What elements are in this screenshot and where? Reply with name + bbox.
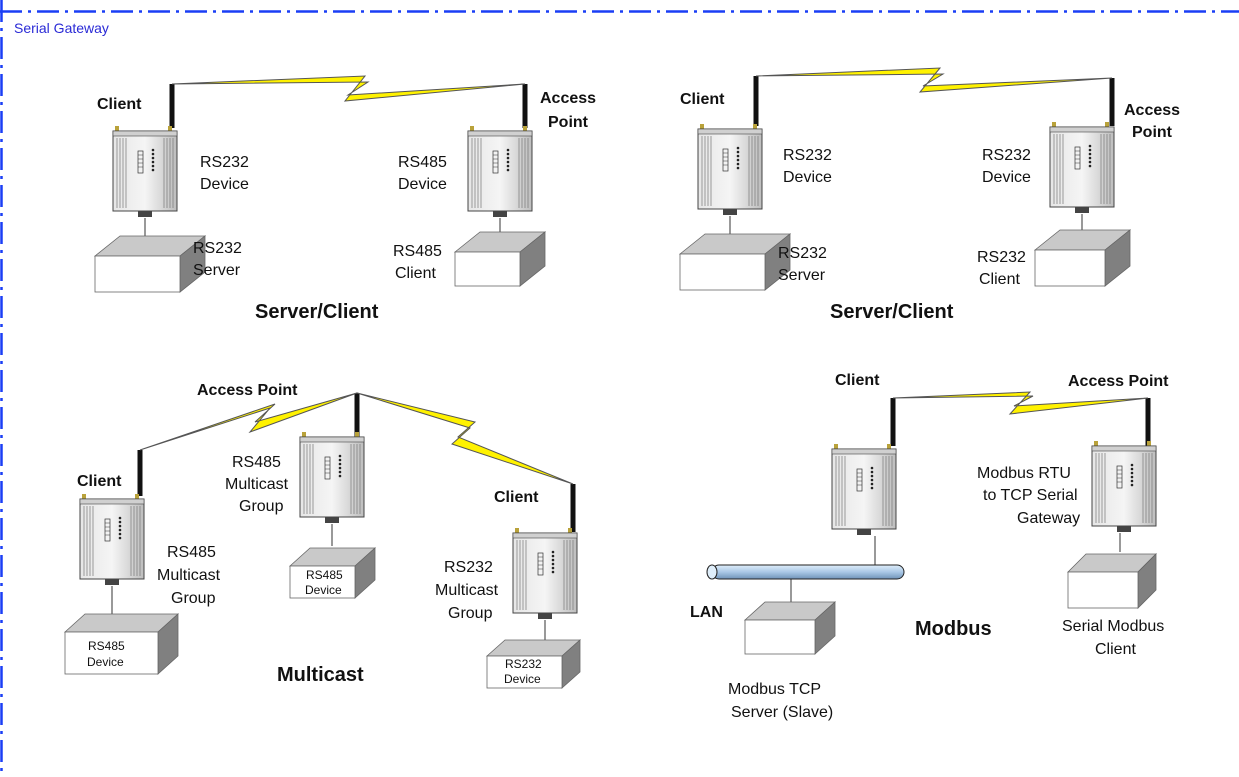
box-label-line2: Device xyxy=(504,672,541,686)
gateway-label-line3: Gateway xyxy=(1017,510,1080,527)
serial-client-label-line1: Serial Modbus xyxy=(1062,618,1164,635)
box-label-line2: Server xyxy=(778,267,826,284)
box-label-line1: RS232 xyxy=(505,657,542,671)
box-label-line1: RS232 xyxy=(778,245,827,262)
client-label: Client xyxy=(97,96,142,113)
serial-modbus-client-box xyxy=(1067,553,1157,609)
rs232-client-box xyxy=(1033,229,1132,287)
gateway-label-line2: to TCP Serial xyxy=(983,487,1078,504)
wireless-link-lightning xyxy=(171,75,526,102)
diagram-caption: Modbus xyxy=(915,618,992,640)
client-label: Client xyxy=(494,489,539,506)
wireless-link-lightning xyxy=(892,391,1149,415)
box-label-line2: Client xyxy=(979,271,1020,288)
section-title: Serial Gateway xyxy=(14,20,109,36)
serial-gateway-device xyxy=(1091,440,1157,533)
group-label-line1: RS485 xyxy=(232,454,281,471)
rs232-server-box xyxy=(93,235,207,293)
rs232-server-box xyxy=(678,233,792,291)
group-label-line1: RS485 xyxy=(167,544,216,561)
wireless-link-lightning xyxy=(356,392,574,485)
access-point-label: Access Point xyxy=(197,382,298,399)
rs485-device-box xyxy=(63,613,180,675)
client-gateway-device xyxy=(831,443,897,536)
gateway-label-line1: Modbus RTU xyxy=(977,465,1071,482)
device-label-line2: Device xyxy=(982,169,1031,186)
box-label-line1: RS232 xyxy=(193,240,242,257)
box-label-line1: RS232 xyxy=(977,249,1026,266)
group-label-line3: Group xyxy=(448,605,493,622)
device-label-line1: RS232 xyxy=(982,147,1031,164)
group-label-line2: Multicast xyxy=(435,582,499,599)
device-label-line2: Device xyxy=(200,176,249,193)
device-label-line1: RS485 xyxy=(398,154,447,171)
client-gateway-device xyxy=(512,527,578,620)
panel-top-left: Client Access Point RS232 Device RS485 D… xyxy=(93,75,596,323)
device-label-line1: RS232 xyxy=(783,147,832,164)
modbus-tcp-server-box xyxy=(743,601,837,655)
frame-border-top xyxy=(0,0,1239,13)
rs485-client-box xyxy=(453,231,547,287)
client-gateway-device xyxy=(112,125,178,218)
serial-client-label-line2: Client xyxy=(1095,641,1136,658)
rs485-device-box xyxy=(288,547,377,599)
device-label-line2: Device xyxy=(398,176,447,193)
access-point-gateway-device xyxy=(467,125,533,218)
lan-label: LAN xyxy=(690,604,723,621)
box-label-line2: Device xyxy=(305,583,342,597)
access-point-label-line1: Access xyxy=(1124,102,1180,119)
client-label: Client xyxy=(835,372,880,389)
wireless-link-lightning xyxy=(755,67,1113,93)
access-point-label: Access Point xyxy=(1068,373,1169,390)
box-label-line1: RS485 xyxy=(393,243,442,260)
diagram-caption: Multicast xyxy=(277,664,364,686)
access-point-gateway-device xyxy=(1049,121,1115,214)
group-label-line2: Multicast xyxy=(157,567,221,584)
group-label-line3: Group xyxy=(171,590,216,607)
group-label-line2: Multicast xyxy=(225,476,289,493)
client-label: Client xyxy=(77,473,122,490)
panel-bottom-right: Client Access Point Modbus RTU to TCP Se… xyxy=(690,372,1169,721)
rs232-device-box xyxy=(485,639,582,689)
box-label-line2: Client xyxy=(395,265,436,282)
access-point-label-line1: Access xyxy=(540,90,596,107)
group-label-line3: Group xyxy=(239,498,284,515)
client-label: Client xyxy=(680,91,725,108)
client-gateway-device xyxy=(697,123,763,216)
diagram-caption: Server/Client xyxy=(255,301,379,323)
server-label-line2: Server (Slave) xyxy=(731,704,833,721)
box-label-line2: Device xyxy=(87,655,124,669)
diagram-caption: Server/Client xyxy=(830,301,954,323)
access-point-gateway-device xyxy=(299,431,365,524)
device-label-line2: Device xyxy=(783,169,832,186)
group-label-line1: RS232 xyxy=(444,559,493,576)
frame-border-left xyxy=(0,0,3,772)
panel-top-right: Client Access Point RS232 Device RS232 D… xyxy=(678,67,1180,323)
box-label-line2: Server xyxy=(193,262,241,279)
access-point-label-line2: Point xyxy=(1132,124,1173,141)
box-label-line1: RS485 xyxy=(88,639,125,653)
box-label-line1: RS485 xyxy=(306,568,343,582)
access-point-label-line2: Point xyxy=(548,114,589,131)
device-label-line1: RS232 xyxy=(200,154,249,171)
panel-bottom-left: Access Point Client Client RS485 Multica… xyxy=(63,382,582,689)
lan-bus xyxy=(706,564,905,580)
client-gateway-device xyxy=(79,493,145,586)
server-label-line1: Modbus TCP xyxy=(728,681,821,698)
